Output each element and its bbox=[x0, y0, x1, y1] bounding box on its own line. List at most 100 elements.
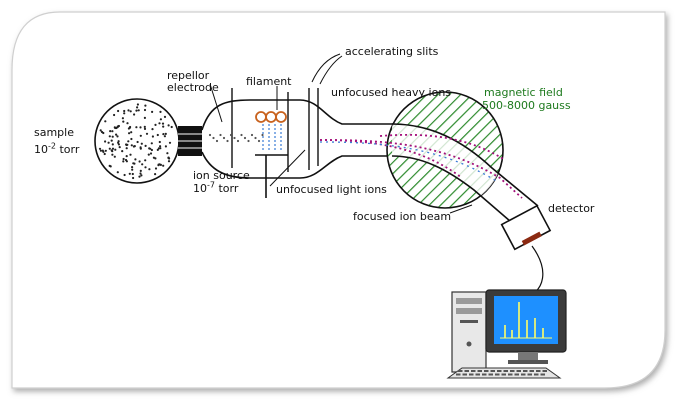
repellor-label-line1: repellor bbox=[167, 69, 210, 82]
sample-particle bbox=[138, 160, 141, 163]
keyboard-key bbox=[484, 370, 489, 372]
sample-particle bbox=[129, 125, 132, 129]
keyboard-key bbox=[471, 370, 476, 372]
keyboard-key bbox=[510, 370, 515, 372]
repellor-label-line2: electrode bbox=[167, 81, 219, 94]
sample-particle bbox=[99, 129, 102, 132]
ion-particle bbox=[215, 139, 219, 143]
sample-particle bbox=[138, 175, 141, 178]
accelerating-slits-label: accelerating slits bbox=[345, 45, 439, 58]
sample-particle bbox=[127, 109, 130, 112]
sample-particle bbox=[135, 109, 138, 112]
sample-particle bbox=[147, 153, 150, 156]
keyboard-key bbox=[464, 370, 469, 372]
keyboard-key bbox=[514, 373, 519, 376]
sample-particle bbox=[148, 168, 151, 171]
keyboard-key bbox=[503, 370, 508, 372]
magnetic-field-label: magnetic field bbox=[484, 86, 563, 99]
sample-particle bbox=[128, 172, 131, 175]
sample-particle bbox=[125, 155, 128, 158]
sample-pressure-base: 10 bbox=[34, 143, 48, 156]
keyboard-key bbox=[488, 373, 493, 376]
sample-particle bbox=[163, 115, 167, 118]
ion-source-stem bbox=[255, 154, 288, 198]
sample-particle bbox=[111, 135, 114, 138]
filament-coils bbox=[255, 111, 287, 123]
keyboard-key bbox=[534, 373, 539, 376]
unfocused-heavy-ions-label: unfocused heavy ions bbox=[331, 86, 452, 99]
sample-particle bbox=[131, 166, 134, 169]
keyboard-key bbox=[516, 370, 521, 372]
sample-particle bbox=[152, 156, 155, 159]
focused-ion-beam-label: focused ion beam bbox=[353, 210, 452, 223]
sample-particle bbox=[144, 166, 147, 169]
sample-particle bbox=[116, 171, 119, 174]
sample-particle bbox=[124, 158, 128, 162]
sample-particle bbox=[115, 133, 118, 136]
sample-particle bbox=[104, 140, 107, 143]
ion-particle bbox=[208, 133, 212, 137]
keyboard-key bbox=[529, 370, 534, 372]
ion-particle bbox=[254, 136, 257, 140]
sample-particle bbox=[114, 148, 117, 151]
keyboard-key bbox=[490, 370, 495, 372]
sample-pressure-label: 10-2 torr bbox=[34, 142, 79, 156]
sample-particle bbox=[162, 133, 165, 136]
ion-particle bbox=[236, 139, 240, 143]
sample-particle bbox=[151, 135, 154, 138]
ion-particle bbox=[233, 136, 236, 140]
ion-particle bbox=[222, 136, 226, 140]
sample-particle bbox=[167, 160, 171, 163]
sample-particle bbox=[143, 116, 146, 119]
ion-particle bbox=[257, 139, 261, 143]
sample-particle bbox=[158, 140, 161, 144]
sample-particle bbox=[111, 143, 114, 146]
sample-particle bbox=[154, 167, 158, 170]
sample-particle bbox=[139, 146, 142, 149]
sample-particle bbox=[167, 124, 170, 127]
sample-flask bbox=[94, 98, 180, 184]
ion-source-pressure-label: 10-7 torr bbox=[193, 181, 238, 195]
sample-particle bbox=[107, 141, 110, 144]
ion-particle bbox=[250, 133, 254, 137]
sample-particle bbox=[139, 172, 142, 175]
sample-particle bbox=[128, 132, 131, 135]
sample-particle bbox=[126, 122, 129, 125]
keyboard-key bbox=[521, 373, 526, 376]
sample-particle bbox=[148, 147, 151, 150]
computer-tower bbox=[451, 291, 487, 373]
sample-particle bbox=[125, 147, 128, 150]
sample-particle bbox=[113, 126, 116, 129]
sample-particle bbox=[113, 113, 116, 117]
chamber-plates bbox=[231, 88, 319, 172]
sample-particle bbox=[111, 147, 115, 150]
ion-particle bbox=[219, 133, 222, 137]
sample-particle bbox=[131, 172, 134, 176]
sample-particle bbox=[127, 140, 130, 143]
sample-particle bbox=[162, 164, 165, 167]
sample-particle bbox=[109, 165, 112, 168]
sample-particle bbox=[144, 159, 147, 162]
sample-particle bbox=[122, 157, 125, 161]
sample-particle bbox=[158, 122, 161, 125]
sample-particle bbox=[144, 144, 147, 147]
sample-particle bbox=[98, 147, 102, 150]
sample-particle bbox=[108, 135, 111, 138]
sample-particle bbox=[117, 141, 120, 144]
sample-particle bbox=[139, 169, 142, 172]
ion-particle bbox=[240, 133, 243, 137]
keyboard-key bbox=[482, 373, 487, 376]
sample-particle bbox=[125, 143, 128, 147]
sample-particle bbox=[159, 110, 162, 113]
sample-particle bbox=[123, 173, 126, 177]
sample-particle bbox=[117, 109, 120, 113]
sample-particle bbox=[139, 126, 142, 129]
sample-particle bbox=[149, 152, 153, 155]
electron-streams bbox=[262, 124, 282, 152]
sample-particle bbox=[100, 130, 104, 134]
sample-particle bbox=[141, 163, 144, 166]
keyboard-key bbox=[527, 373, 532, 376]
sample-particle bbox=[157, 147, 160, 150]
